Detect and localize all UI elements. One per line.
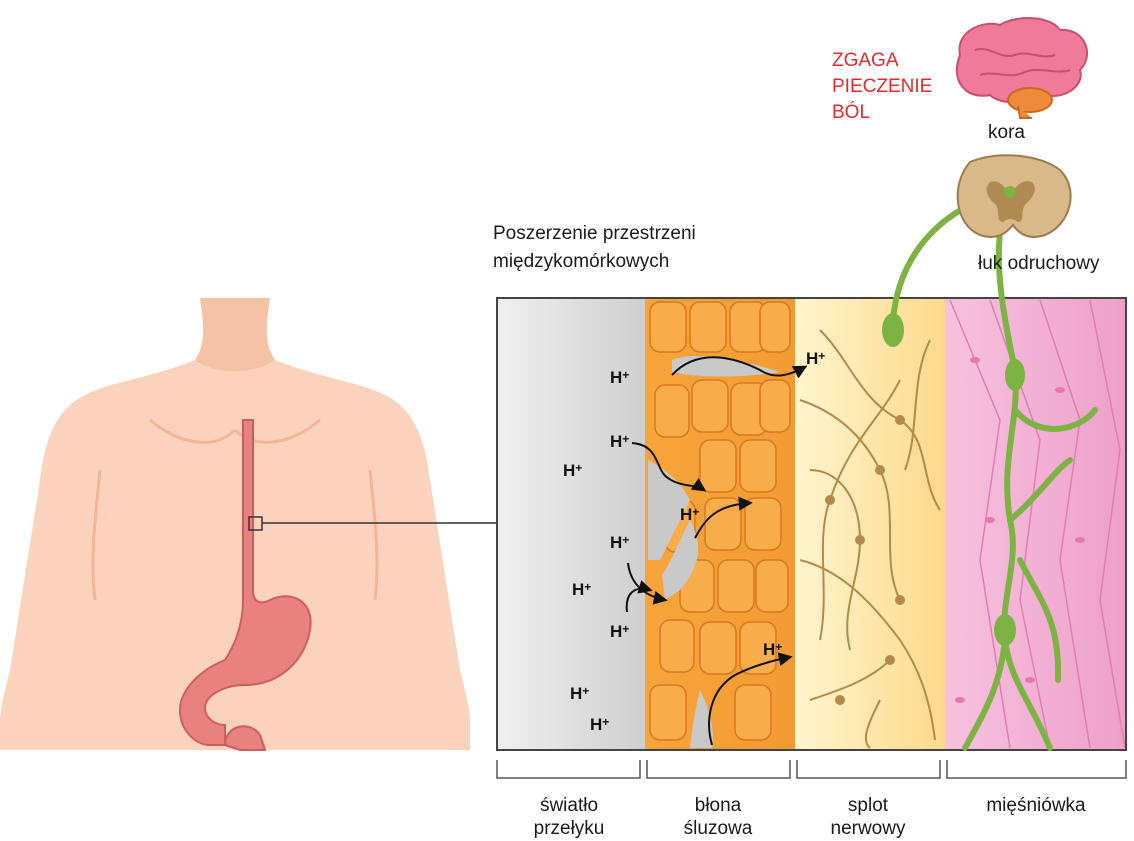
layer-label-line: mięśniówka xyxy=(961,794,1111,817)
layer-label-line: światło xyxy=(494,794,644,817)
proton-ion: H+ xyxy=(590,715,609,735)
sensation-heartburn: ZGAGA xyxy=(832,48,899,74)
brain-icon xyxy=(957,18,1087,118)
proton-ion: H+ xyxy=(572,580,591,600)
reflex-arc-label: łuk odruchowy xyxy=(978,252,1099,275)
layer-label-lumen: światło przełyku xyxy=(494,794,644,840)
proton-ion: H+ xyxy=(610,622,629,642)
proton-ion: H+ xyxy=(680,505,699,525)
proton-ion: H+ xyxy=(610,368,629,388)
sensation-burning: PIECZENIE xyxy=(832,74,932,100)
layer-label-line: śluzowa xyxy=(643,817,793,840)
proton-ion: H+ xyxy=(763,640,782,660)
layer-label-muscle: mięśniówka xyxy=(961,794,1111,817)
proton-ion: H+ xyxy=(806,349,825,369)
layer-brackets xyxy=(497,760,1126,778)
proton-ion: H+ xyxy=(570,684,589,704)
proton-ion: H+ xyxy=(610,533,629,553)
spinal-cord-icon xyxy=(958,155,1071,237)
layer-label-nerve-plexus: splot nerwowy xyxy=(793,794,943,840)
cortex-label: kora xyxy=(988,121,1025,144)
muscle-layer xyxy=(945,298,1126,750)
intercellular-space-label-line2: międzykomórkowych xyxy=(493,250,669,273)
proton-ion: H+ xyxy=(610,432,629,452)
layer-label-line: nerwowy xyxy=(793,817,943,840)
intercellular-space-label-line1: Poszerzenie przestrzeni xyxy=(493,222,696,245)
lumen-layer xyxy=(497,298,645,750)
layer-label-mucosa: błona śluzowa xyxy=(643,794,793,840)
layer-label-line: splot xyxy=(793,794,943,817)
layer-label-line: błona xyxy=(643,794,793,817)
proton-ion: H+ xyxy=(563,461,582,481)
layer-label-line: przełyku xyxy=(494,817,644,840)
sensation-pain: BÓL xyxy=(832,100,870,126)
